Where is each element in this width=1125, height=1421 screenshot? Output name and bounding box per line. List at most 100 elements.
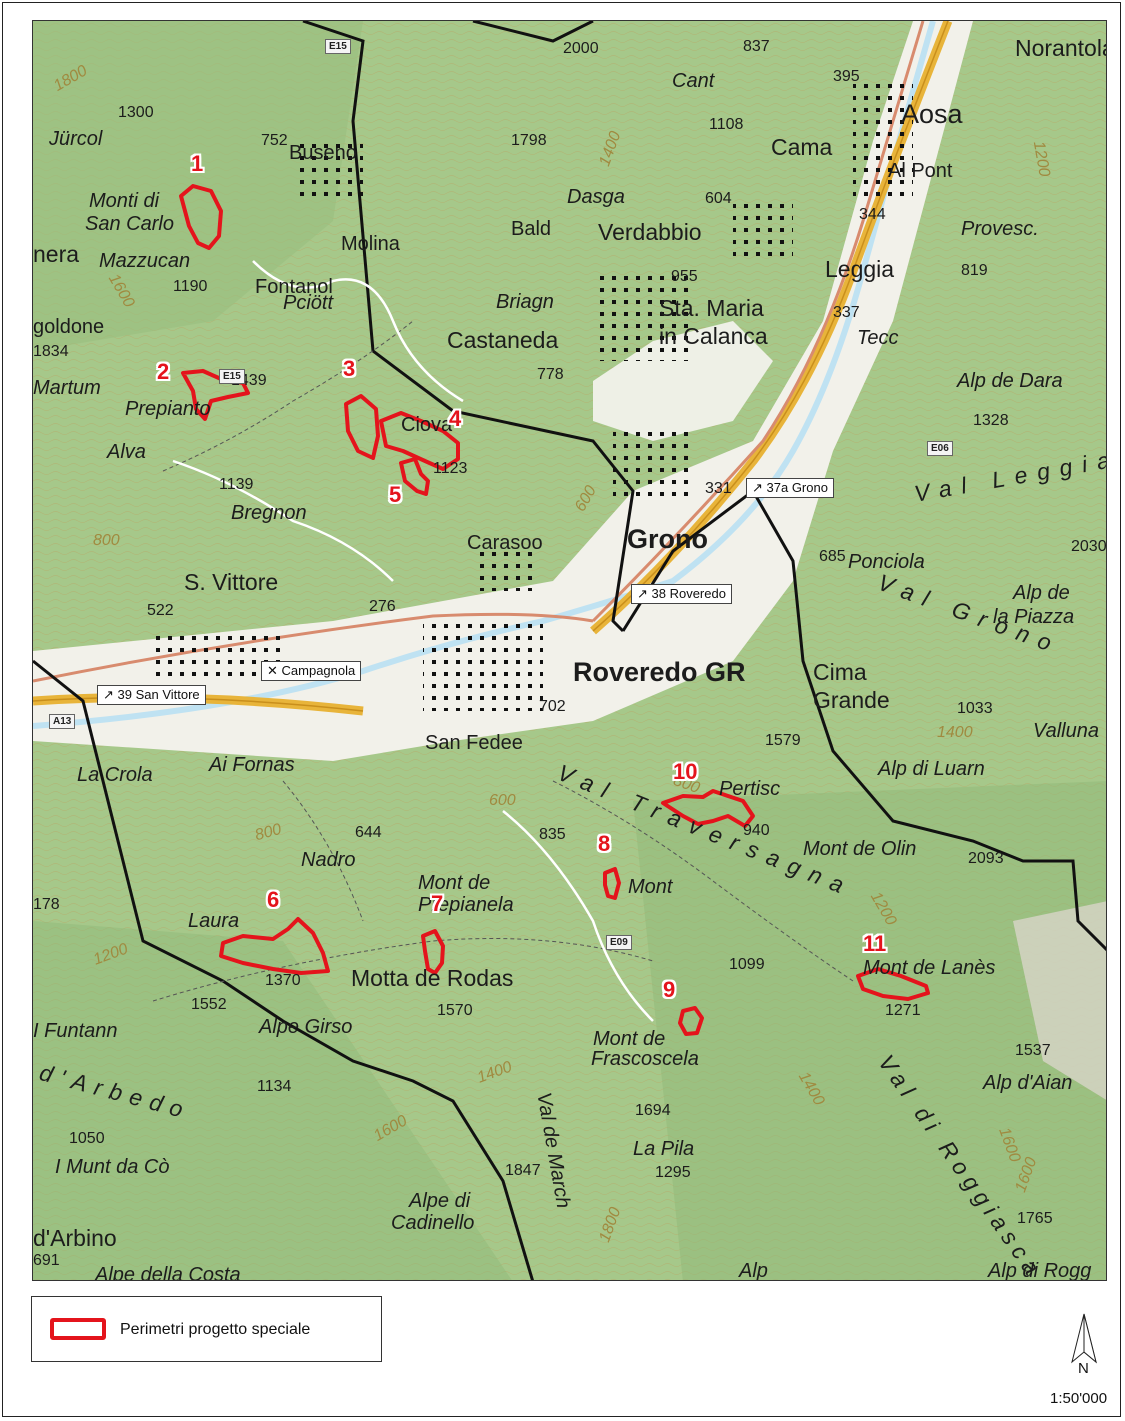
elev: 1295 <box>655 1164 691 1181</box>
place-grande: Grande <box>813 687 890 713</box>
perimeter-number-7: 7 <box>431 891 444 916</box>
loc-cadinello: Cadinello <box>391 1212 475 1234</box>
elev: 1328 <box>973 412 1009 429</box>
place-s-vittore: S. Vittore <box>184 569 279 595</box>
settlements <box>153 81 913 711</box>
loc-la-piazza: la Piazza <box>993 606 1075 628</box>
elev: 331 <box>705 480 732 497</box>
loc-martum: Martum <box>33 377 101 399</box>
place-cima: Cima <box>813 659 867 685</box>
elev: 1694 <box>635 1102 671 1119</box>
road-label-e15: E15 <box>325 39 351 54</box>
loc-prepianto: Prepianto <box>125 398 211 420</box>
place-motta-de-rodas: Motta de Rodas <box>351 965 514 991</box>
elev: 344 <box>859 206 886 223</box>
loc-alp: Alp <box>739 1260 768 1281</box>
elev: 395 <box>833 68 860 85</box>
valley-floor <box>33 21 973 761</box>
loc-ponciola: Ponciola <box>848 551 925 573</box>
perimeter-number-8: 8 <box>598 831 611 856</box>
contour-label: 600 <box>489 792 516 809</box>
loc-mont-de-2: Mont de <box>593 1028 666 1050</box>
elev: 1050 <box>69 1130 105 1147</box>
loc-prepianela: Prepianela <box>418 894 514 916</box>
place-provesc: Provesc. <box>961 218 1039 240</box>
loc-i-munt-da-co: I Munt da Cò <box>55 1156 170 1178</box>
loc-alpe-di: Alpe di <box>409 1190 471 1212</box>
place-cama: Cama <box>771 134 833 160</box>
exit-label: 38 Roveredo <box>651 586 726 601</box>
place-arbino: d'Arbino <box>33 1225 117 1251</box>
perimeter-number-11: 11 <box>863 931 887 956</box>
place-grono: Grono <box>627 524 708 554</box>
loc-laura: Laura <box>188 910 240 932</box>
elev: 1798 <box>511 132 547 149</box>
place-leggia: Leggia <box>825 256 895 282</box>
elev: 604 <box>705 190 732 207</box>
national-border <box>33 21 1106 1280</box>
elev: 1765 <box>1017 1210 1053 1227</box>
loc-briagn: Briagn <box>496 291 554 313</box>
place-al-pont: Al Pont <box>888 160 953 182</box>
loc-mont: Mont <box>628 876 673 898</box>
road-label-a13: A13 <box>49 714 76 729</box>
north-letter: N <box>1078 1360 1089 1377</box>
elev: 1271 <box>885 1002 921 1019</box>
loc-san-carlo: San Carlo <box>85 213 174 235</box>
place-verdabbio: Verdabbio <box>598 219 702 245</box>
loc-alp-de: Alp de <box>1013 582 1070 604</box>
elev: 1190 <box>173 278 208 295</box>
road-label-e09: E09 <box>606 935 632 950</box>
elev: 685 <box>819 548 846 565</box>
loc-valluna: Valluna <box>1033 720 1099 742</box>
elev: 1552 <box>191 996 227 1013</box>
map-legend: Perimetri progetto speciale <box>31 1296 382 1362</box>
loc-alp-d-aian: Alp d'Aian <box>983 1072 1073 1094</box>
perimeter-number-2: 2 <box>157 359 170 384</box>
legend-label: Perimetri progetto speciale <box>120 1321 311 1338</box>
loc-jurcol: Jürcol <box>49 128 103 150</box>
elev: 1108 <box>709 116 744 133</box>
elev: 1300 <box>118 104 154 121</box>
place-in-calanca: in Calanca <box>659 323 768 349</box>
place-san-fedee: San Fedee <box>425 732 523 754</box>
loc-la-pila: La Pila <box>633 1138 695 1160</box>
scale-label: 1:50'000 <box>1050 1390 1108 1407</box>
exit-label: 37a Grono <box>766 480 828 495</box>
elev: 644 <box>355 824 382 841</box>
place-carasoo: Carasoo <box>467 532 543 554</box>
map-area[interactable]: Norantola Aosa Al Pont Cama Leggia Verda… <box>32 20 1107 1281</box>
perimeter-swatch <box>50 1318 106 1340</box>
perimeter-number-5: 5 <box>389 482 402 507</box>
elev: 1123 <box>433 460 468 477</box>
perimeter-number-10: 10 <box>673 759 698 784</box>
elev: 778 <box>537 366 564 383</box>
perimeter-number-1: 1 <box>191 151 204 176</box>
perimeter-number-3: 3 <box>343 356 356 381</box>
elev: 702 <box>539 698 566 715</box>
loc-bregnon: Bregnon <box>231 502 307 524</box>
elev: 691 <box>33 1252 60 1269</box>
loc-alp-de-dara: Alp de Dara <box>957 370 1063 392</box>
river-moesa <box>33 21 936 729</box>
place-tecc: Tecc <box>857 327 899 349</box>
elev: 940 <box>743 822 770 839</box>
elev: 2093 <box>968 850 1004 867</box>
loc-alp-di-rogg: Alp di Rogg <box>988 1260 1092 1281</box>
loc-mont-de-lanes: Mont de Lanès <box>863 957 996 979</box>
loc-bald: Bald <box>511 218 552 240</box>
loc-mont-de-olin: Mont de Olin <box>803 838 917 860</box>
rest-area-campagnola: ✕ Campagnola <box>261 661 362 682</box>
elev: 1099 <box>729 956 765 973</box>
elev: 1834 <box>33 343 69 360</box>
exit-37a-grono: ↗ 37a Grono <box>746 478 834 499</box>
contour-label: 1400 <box>937 724 973 741</box>
loc-cant: Cant <box>672 70 715 92</box>
loc-alpe-girso: Alpe Girso <box>259 1016 353 1038</box>
perimeter-number-6: 6 <box>267 887 280 912</box>
place-fontanol: Fontanol <box>255 276 333 298</box>
loc-pciott: Pciött <box>283 292 334 314</box>
place-sta-maria: Sta. Maria <box>659 295 764 321</box>
elev: 522 <box>147 602 174 619</box>
elev: 2000 <box>563 40 599 57</box>
